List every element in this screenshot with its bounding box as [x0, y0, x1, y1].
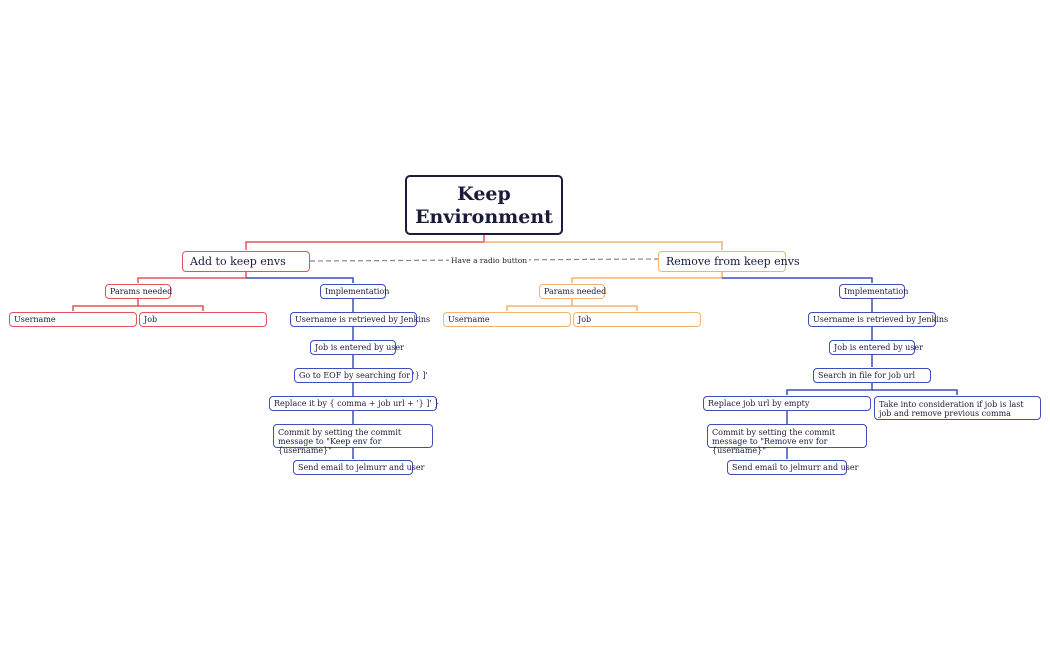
remove-step-send-email[interactable]: Send email to jelmurr and user: [727, 460, 858, 475]
add-step-send-email[interactable]: Send email to jelmurr and user: [293, 460, 424, 475]
add-step-replace-it[interactable]: Replace it by { comma + job url + '} ]' …: [269, 396, 439, 411]
add-params-needed-node[interactable]: Params needed: [105, 284, 172, 299]
remove-implementation-node[interactable]: Implementation: [839, 284, 908, 299]
add-param-username-node[interactable]: Username: [9, 312, 137, 327]
remove-params-needed-node[interactable]: Params needed: [539, 284, 606, 299]
relation-label: Have a radio button: [449, 256, 530, 266]
add-step-go-to-eof[interactable]: Go to EOF by searching for '} ]': [294, 368, 428, 383]
remove-step-username-retrieved[interactable]: Username is retrieved by Jenkins: [808, 312, 948, 327]
remove-step-search-in-file[interactable]: Search in file for job url: [813, 368, 931, 383]
remove-from-keep-envs-node[interactable]: Remove from keep envs: [658, 251, 800, 272]
remove-step-last-job-consideration[interactable]: Take into consideration if job is last j…: [874, 396, 1041, 420]
remove-step-commit[interactable]: Commit by setting the commit message to …: [707, 424, 867, 455]
remove-param-job-node[interactable]: Job: [573, 312, 701, 327]
remove-step-job-entered[interactable]: Job is entered by user: [829, 340, 923, 355]
remove-param-username-node[interactable]: Username: [443, 312, 571, 327]
add-step-commit[interactable]: Commit by setting the commit message to …: [273, 424, 433, 455]
add-step-username-retrieved[interactable]: Username is retrieved by Jenkins: [290, 312, 430, 327]
root-node-keep-environment[interactable]: Keep Environment: [405, 175, 563, 235]
add-step-job-entered[interactable]: Job is entered by user: [310, 340, 404, 355]
add-param-job-node[interactable]: Job: [139, 312, 267, 327]
add-implementation-node[interactable]: Implementation: [320, 284, 389, 299]
add-to-keep-envs-node[interactable]: Add to keep envs: [182, 251, 310, 272]
remove-step-replace-job-url[interactable]: Replace job url by empty: [703, 396, 871, 411]
